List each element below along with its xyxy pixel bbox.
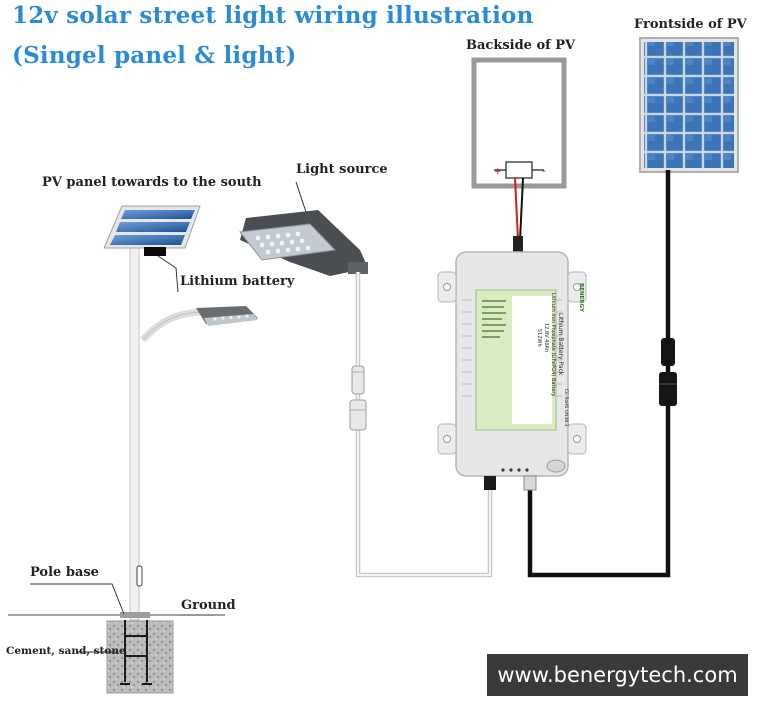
label-frontside-pv: Frontside of PV	[634, 17, 747, 32]
label-backside-pv: Backside of PV	[466, 38, 576, 53]
label-lithium-battery: Lithium battery	[180, 274, 295, 289]
light-source-lamp	[239, 181, 368, 276]
label-pv-south: PV panel towards to the south	[42, 175, 262, 190]
battery-leader-line	[157, 255, 179, 293]
battery-pack-box	[437, 251, 587, 491]
svg-text:+: +	[494, 167, 502, 177]
title-line-1: 12v solar street light wiring illustrati…	[12, 2, 534, 29]
title-line-2: (Singel panel & light)	[12, 42, 297, 69]
foundation	[8, 583, 225, 694]
pole-battery-box	[144, 247, 166, 256]
svg-text:-: -	[542, 166, 546, 177]
label-cement: Cement, sand, stone	[6, 645, 126, 657]
pv-wire	[527, 170, 677, 578]
backside-pv-panel: + -	[471, 57, 567, 252]
pole-solar-panel	[103, 205, 201, 249]
label-light-source: Light source	[296, 162, 388, 177]
street-light-pole	[103, 205, 258, 621]
light-wire	[349, 272, 493, 578]
label-ground: Ground	[181, 598, 236, 613]
website-banner: www.benergytech.com	[487, 654, 748, 696]
label-pole-base: Pole base	[30, 565, 99, 580]
pole-lamp-head	[196, 306, 258, 326]
frontside-pv-panel	[639, 37, 739, 173]
